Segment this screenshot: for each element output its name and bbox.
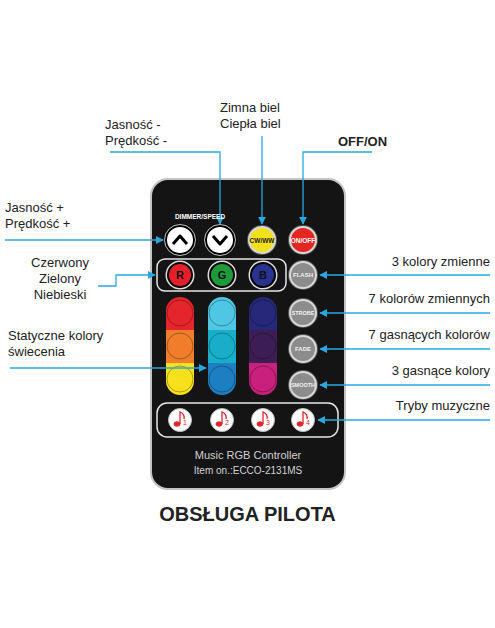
music-band [157, 403, 338, 437]
leader-line [98, 275, 155, 286]
note-head [297, 422, 303, 426]
button-outline [167, 333, 193, 359]
remote-body: Music RGB ControllerItem on.:ECCO-2131MS… [150, 178, 346, 490]
note-stem [263, 412, 267, 424]
callout-text: Jasność - Prędkość - [105, 117, 177, 149]
button-label: G [211, 264, 233, 286]
music-number: 4 [306, 419, 310, 427]
button-ring [165, 225, 196, 256]
rgb-band [157, 259, 286, 291]
music-button: 4 [291, 408, 315, 432]
note-head [216, 422, 222, 426]
button-label: ON/OFF [291, 228, 315, 252]
callout-text: Jasność + Prędkość + [5, 200, 77, 232]
item-number: Item on.:ECCO-2131MS [152, 464, 344, 478]
music-notes [174, 412, 307, 426]
leader-line [318, 419, 490, 420]
mode-button: SMOOTH [289, 371, 317, 399]
note-stem [180, 412, 184, 424]
cw-ww-button: CW/WW [248, 226, 276, 254]
mode-button: FADE [289, 335, 317, 363]
color-column [166, 297, 194, 395]
button-outline [167, 366, 193, 392]
music-number: 3 [266, 419, 270, 427]
button-label: FLASH [291, 263, 315, 287]
color-button: R [167, 262, 193, 288]
music-button: 1 [168, 408, 192, 432]
color-swatch [166, 330, 194, 363]
button-outline [250, 300, 276, 326]
color-swatch [249, 330, 277, 363]
callout-text: Statyczne kolory świecenia [8, 328, 116, 360]
button-outline [209, 300, 235, 326]
leader-line [320, 312, 490, 313]
mode-button: FLASH [289, 261, 317, 289]
callout-text: Zimna biel Ciepła biel [220, 100, 292, 132]
color-swatch [166, 297, 194, 330]
leader-line [303, 152, 372, 224]
note-head [174, 422, 180, 426]
up-button [166, 226, 194, 254]
leader-line [320, 348, 490, 349]
button-outline [250, 333, 276, 359]
music-button: 3 [251, 408, 275, 432]
callout-text: 3 gasnące kolory [330, 363, 490, 379]
callout-text: 7 gasnących kolorów [330, 327, 490, 343]
leader-line [5, 239, 163, 240]
color-button: B [250, 262, 276, 288]
leader-line [10, 367, 206, 368]
button-label: R [169, 264, 191, 286]
button-outline [250, 366, 276, 392]
color-column [208, 297, 236, 395]
note-stem [303, 412, 307, 424]
model-name: Music RGB Controller [152, 448, 344, 462]
color-swatch [208, 297, 236, 330]
button-outline [209, 366, 235, 392]
title: OBSŁUGA PILOTA [0, 503, 495, 526]
leader-lines [5, 136, 490, 420]
button-label: B [252, 264, 274, 286]
music-button: 2 [210, 408, 234, 432]
button-label: STROBE [291, 301, 315, 325]
button-label: SMOOTH [291, 373, 315, 397]
button-outline [209, 333, 235, 359]
color-swatch [208, 330, 236, 363]
callout-text: Tryby muzyczne [330, 398, 490, 414]
leader-line [110, 152, 220, 224]
color-column [249, 297, 277, 395]
color-button-outlines [167, 300, 276, 392]
mode-button: STROBE [289, 299, 317, 327]
on-off-button: ON/OFF [289, 226, 317, 254]
down-chevron [213, 236, 227, 244]
button-label: FADE [291, 337, 315, 361]
music-number: 1 [183, 419, 187, 427]
color-swatch [249, 297, 277, 330]
callout-text: OFF/ON [338, 134, 398, 150]
leader-line [320, 384, 490, 385]
note-stem [222, 412, 226, 424]
color-swatch [249, 363, 277, 395]
note-head [257, 422, 263, 426]
callout-text: 3 kolory zmienne [330, 254, 490, 270]
button-label: CW/WW [250, 228, 274, 252]
leader-line [261, 136, 262, 224]
leader-line [320, 274, 490, 275]
up-chevron [173, 236, 187, 244]
callout-text: 7 kolorów zmiennych [330, 291, 490, 307]
down-button [206, 226, 234, 254]
color-swatch [166, 363, 194, 395]
button-outline [167, 300, 193, 326]
color-swatch [208, 363, 236, 395]
music-number: 2 [225, 419, 229, 427]
color-button: G [209, 262, 235, 288]
callout-text: Czerwony Zielony Niebieski [25, 255, 95, 303]
button-ring [205, 225, 236, 256]
